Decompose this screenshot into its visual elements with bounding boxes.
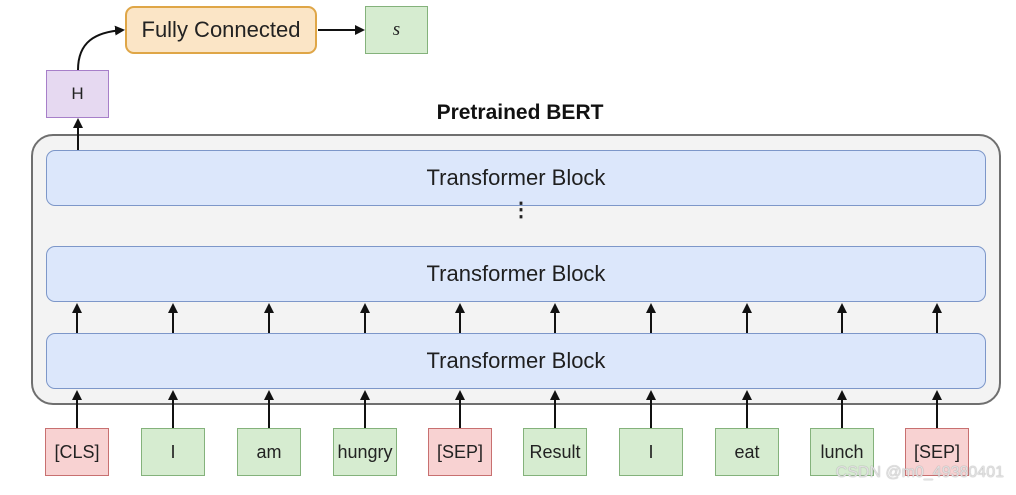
transformer-block-bottom: Transformer Block [46,333,986,389]
token-box: [SEP] [428,428,492,476]
token-box: lunch [810,428,874,476]
token-box: [CLS] [45,428,109,476]
token-box: eat [715,428,779,476]
bert-title: Pretrained BERT [436,101,604,124]
h-box: H [46,70,109,118]
watermark: CSDN @m0_49380401 [835,464,1004,481]
output-s-box: s [365,6,428,54]
inter-block-arrows [72,303,942,333]
token-box: I [619,428,683,476]
token-box: Result [523,428,587,476]
token-box: I [141,428,205,476]
token-arrows [72,390,942,428]
transformer-block-top: Transformer Block [46,150,986,206]
token-box: am [237,428,301,476]
arrow-h-to-fc [77,25,125,71]
token-box: [SEP] [905,428,969,476]
transformer-block-middle: Transformer Block [46,246,986,302]
fully-connected-box: Fully Connected [125,6,317,54]
token-box: hungry [333,428,397,476]
